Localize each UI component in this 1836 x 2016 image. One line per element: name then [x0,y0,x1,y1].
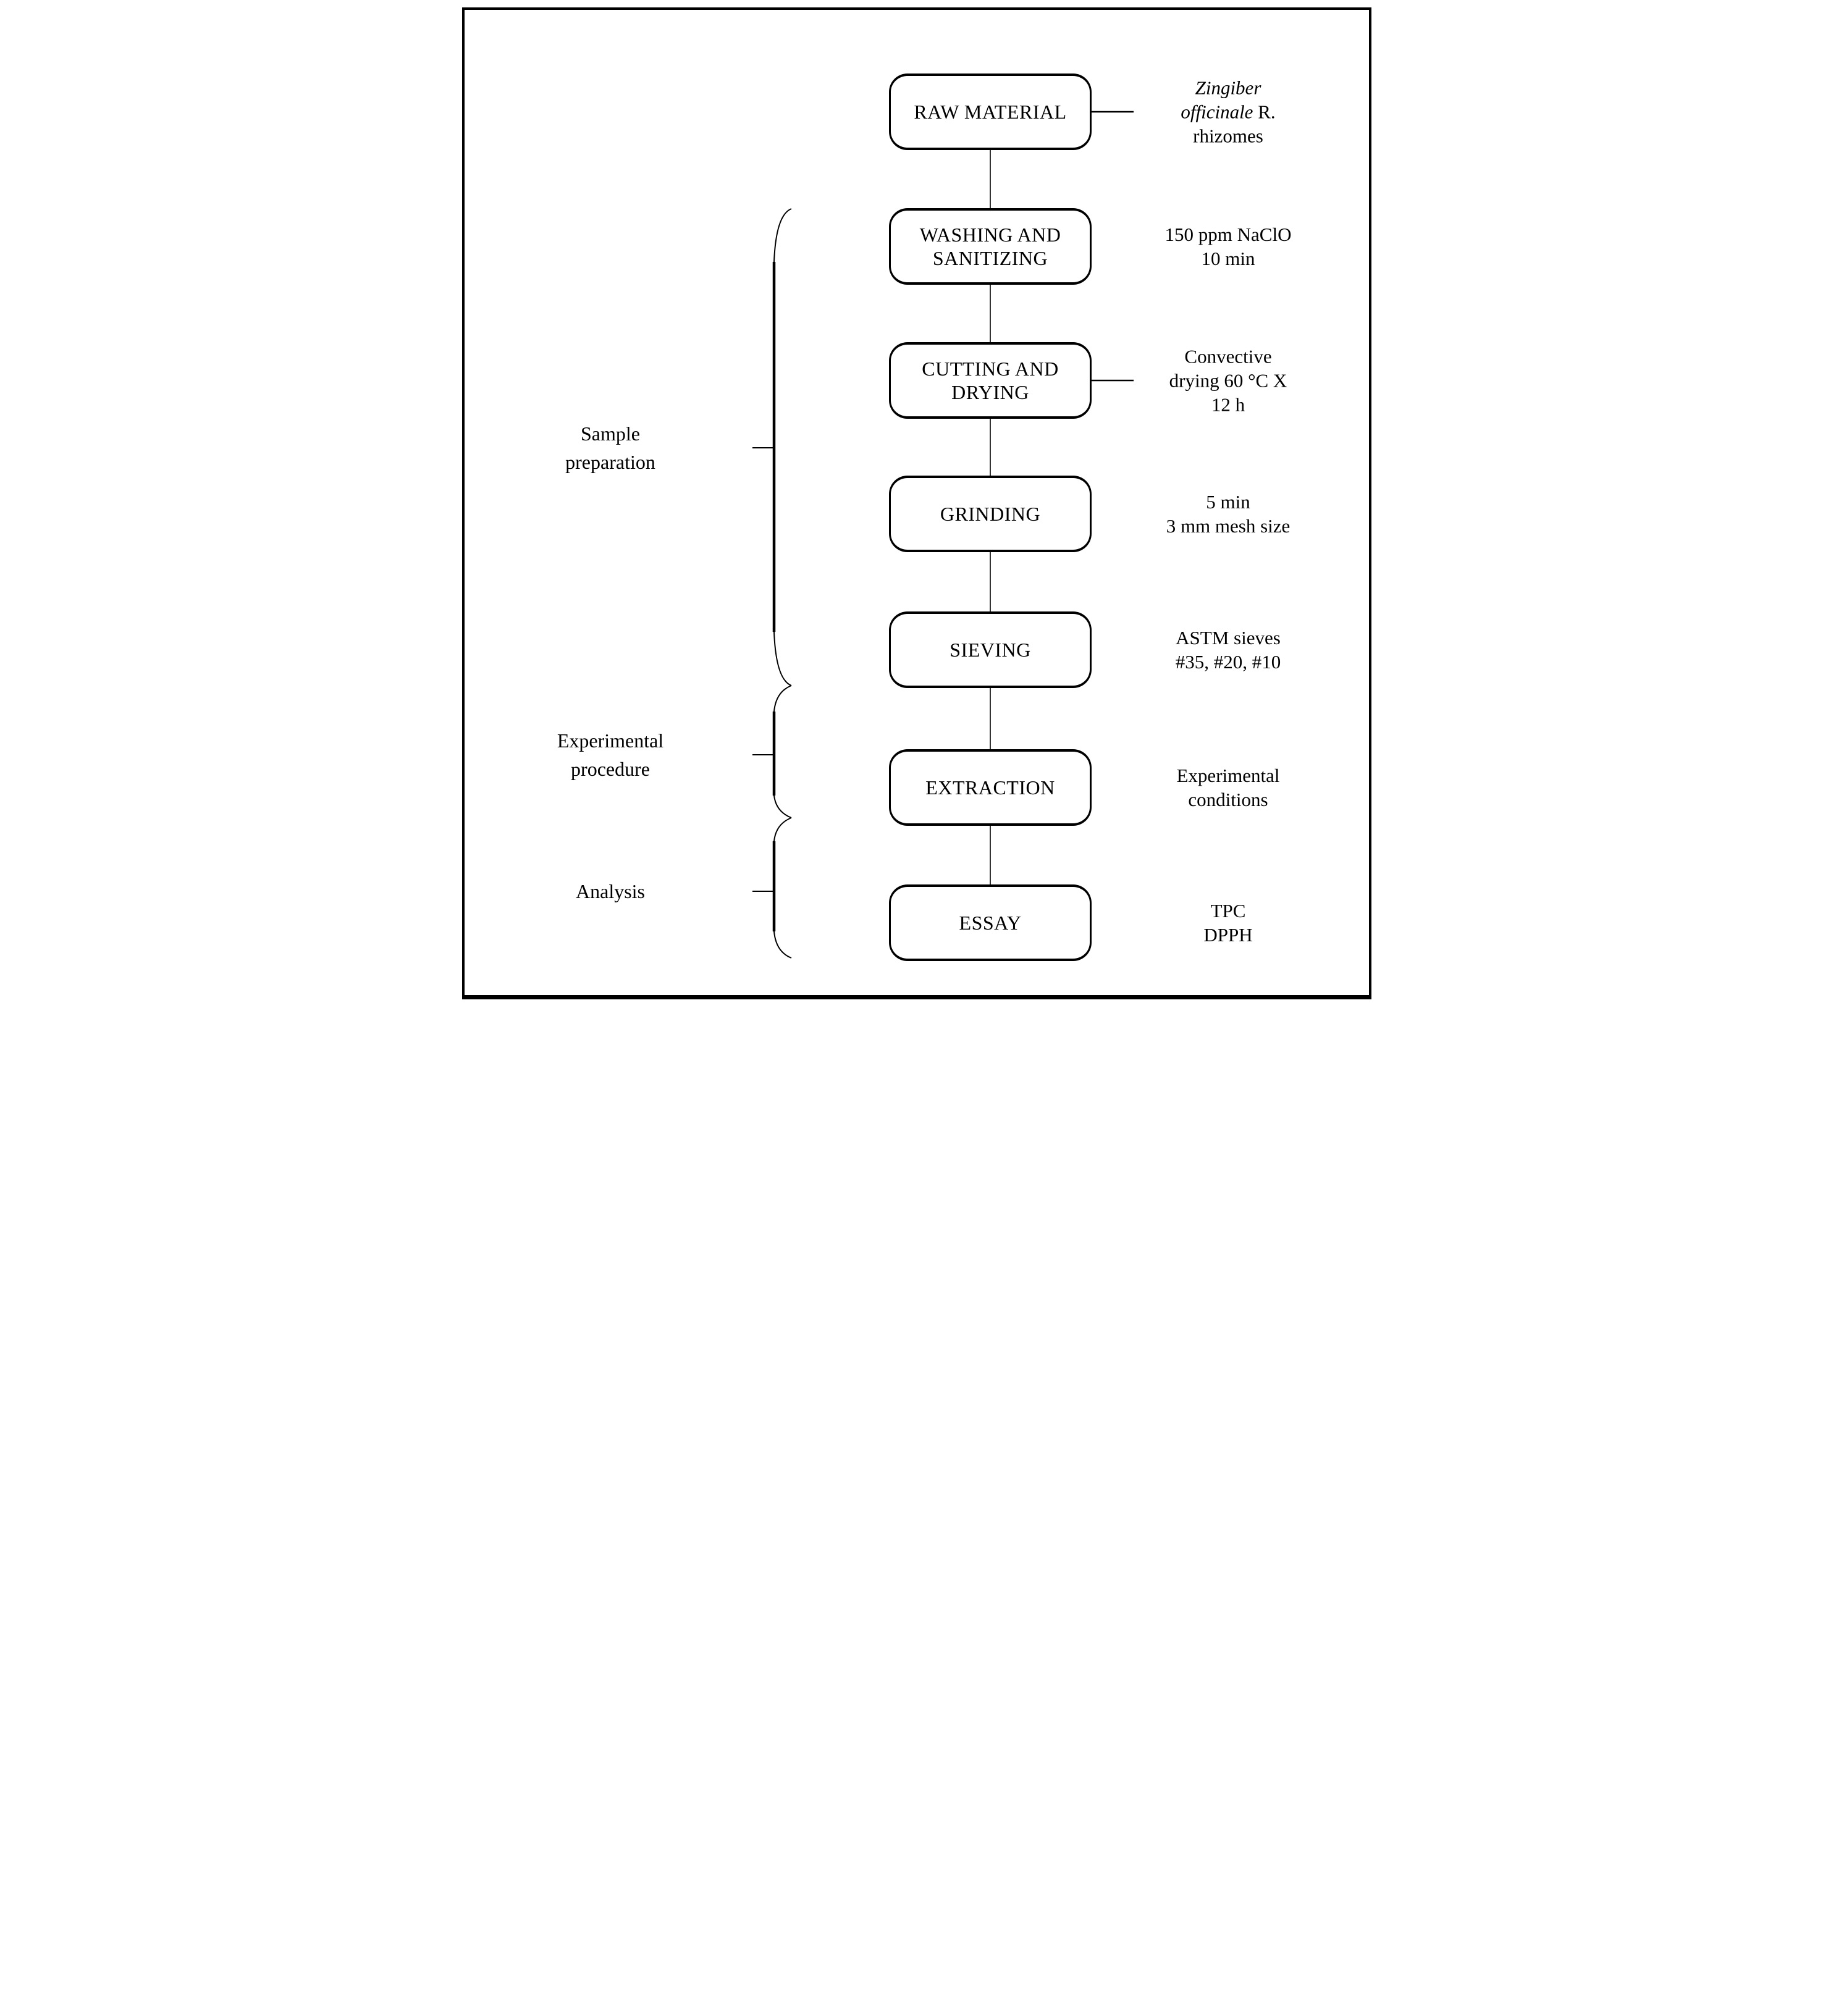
annotation-extraction: Experimental conditions [1177,763,1280,812]
annotation-line: TPC [1203,899,1252,923]
annotation-line: ASTM sieves [1176,626,1281,650]
annotation-text-segment: Experimental [1176,765,1280,786]
stage-label-line: Experimental [557,729,664,752]
annotation-line: conditions [1177,788,1280,812]
stage-label-line: Analysis [576,880,645,902]
annotation-washing-and-sanitizing: 150 ppm NaClO 10 min [1165,222,1292,271]
stage-label-line: Sample [581,422,640,445]
annotation-line: 5 min [1166,490,1291,514]
step-box-label: GRINDING [940,503,1041,525]
step-box-label: SANITIZING [932,247,1048,269]
annotation-text-segment: rhizomes [1193,125,1263,147]
annotation-text-segment: 3 mm mesh size [1166,515,1291,537]
annotation-line: officinale R. [1181,100,1275,124]
stage-brace-experimental-procedure [773,685,792,818]
stage-label-sample-preparation: Sample preparation [565,419,655,476]
stage-label-experimental-procedure: Experimental procedure [557,726,663,783]
annotation-line: 10 min [1165,246,1292,271]
step-box-label: RAW MATERIAL [914,101,1067,123]
step-box-sieving: SIEVING [889,611,1092,688]
annotation-text-segment: drying 60 °C X [1169,369,1287,392]
step-box-label: ESSAY [959,912,1022,934]
stage-brace-analysis [773,817,792,959]
annotation-line: 150 ppm NaClO [1165,222,1292,246]
annotation-line: Experimental [1177,763,1280,788]
annotation-text-segment: ASTM sieves [1176,627,1281,649]
step-box-essay: ESSAY [889,884,1092,961]
annotation-line: drying 60 °C X [1169,369,1287,393]
annotation-text-segment: 150 ppm NaClO [1164,224,1292,245]
annotation-text-segment: officinale [1181,101,1253,123]
annotation-line: DPPH [1203,923,1252,947]
annotation-line: rhizomes [1181,124,1275,148]
annotation-line: Zingiber [1181,76,1275,100]
annotation-text-segment: 12 h [1211,393,1245,416]
annotation-text-segment: #35, #20, #10 [1175,651,1281,673]
step-box-label: EXTRACTION [925,776,1055,799]
step-box-extraction: EXTRACTION [889,749,1092,826]
annotation-text-segment: TPC [1210,900,1246,922]
step-box-grinding: GRINDING [889,476,1092,552]
annotation-sieving: ASTM sieves#35, #20, #10 [1176,626,1281,674]
outer-border [462,7,1371,999]
annotation-text-segment: conditions [1188,789,1268,810]
stage-brace-sample-preparation [773,208,792,686]
stage-label-analysis: Analysis [576,877,645,905]
annotation-text-segment: DPPH [1203,924,1253,946]
annotation-text-segment: 10 min [1201,248,1255,269]
annotation-text-segment: R. [1253,101,1276,123]
step-box-label: DRYING [951,381,1029,403]
step-box-label: WASHING AND [919,224,1061,246]
annotation-text-segment: Zingiber [1195,77,1261,99]
step-box-label: SIEVING [950,639,1031,661]
stage-label-line: procedure [571,758,650,780]
stage-label-line: preparation [565,451,655,473]
connector-lines-layer [752,111,1134,959]
annotation-line: 3 mm mesh size [1166,514,1291,538]
annotation-line: #35, #20, #10 [1176,650,1281,674]
step-box-raw-material: RAW MATERIAL [889,74,1092,150]
annotation-text-segment: Convective [1184,345,1272,368]
annotation-line: Convective [1169,345,1287,369]
annotation-line: 12 h [1169,393,1287,417]
annotation-text-segment: 5 min [1206,491,1250,513]
step-box-label: CUTTING AND [922,358,1059,380]
